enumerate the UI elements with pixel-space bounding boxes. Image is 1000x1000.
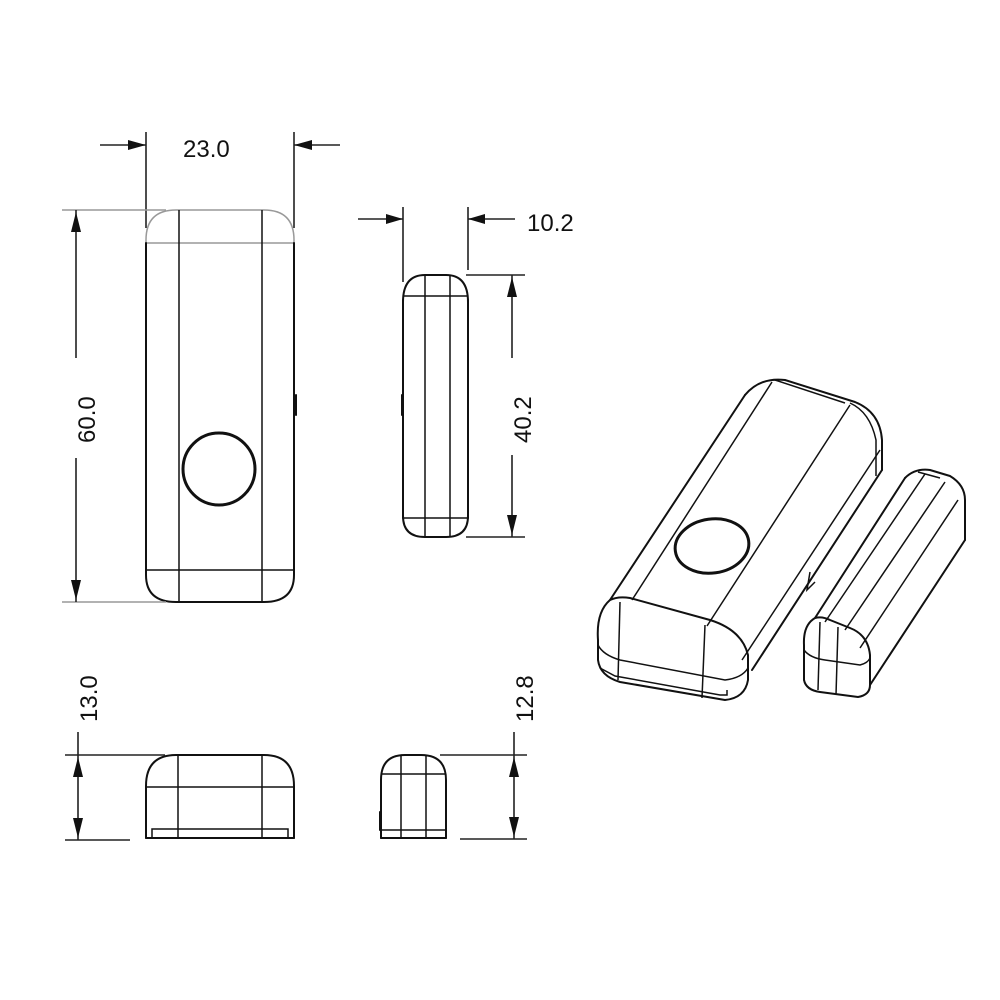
dim-label-magnet-width: 10.2: [527, 210, 574, 237]
dimension-magnet-height: 12.8: [440, 675, 539, 840]
iso-main-unit: [596, 378, 883, 701]
magnet-front-view: [401, 274, 469, 538]
dimension-main-width: 23.0: [100, 132, 340, 228]
main-unit-front-view: [145, 209, 297, 603]
dim-label-magnet-height: 12.8: [512, 675, 539, 722]
dimension-main-length: 60.0: [62, 209, 166, 603]
magnet-end-view: [379, 754, 447, 839]
iso-magnet: [802, 468, 966, 698]
dim-label-magnet-length: 40.2: [510, 396, 537, 443]
main-unit-end-view: [145, 754, 295, 839]
dim-label-main-width: 23.0: [183, 136, 230, 163]
button-circle-icon: [181, 431, 257, 507]
dimension-magnet-width: 10.2: [358, 207, 574, 282]
iso-button-icon: [673, 517, 751, 575]
dim-label-main-height: 13.0: [76, 675, 103, 722]
isometric-view: [596, 378, 966, 701]
dim-label-main-length: 60.0: [74, 396, 101, 443]
dimension-magnet-length: 40.2: [466, 274, 537, 538]
dimension-main-height: 13.0: [65, 675, 165, 841]
